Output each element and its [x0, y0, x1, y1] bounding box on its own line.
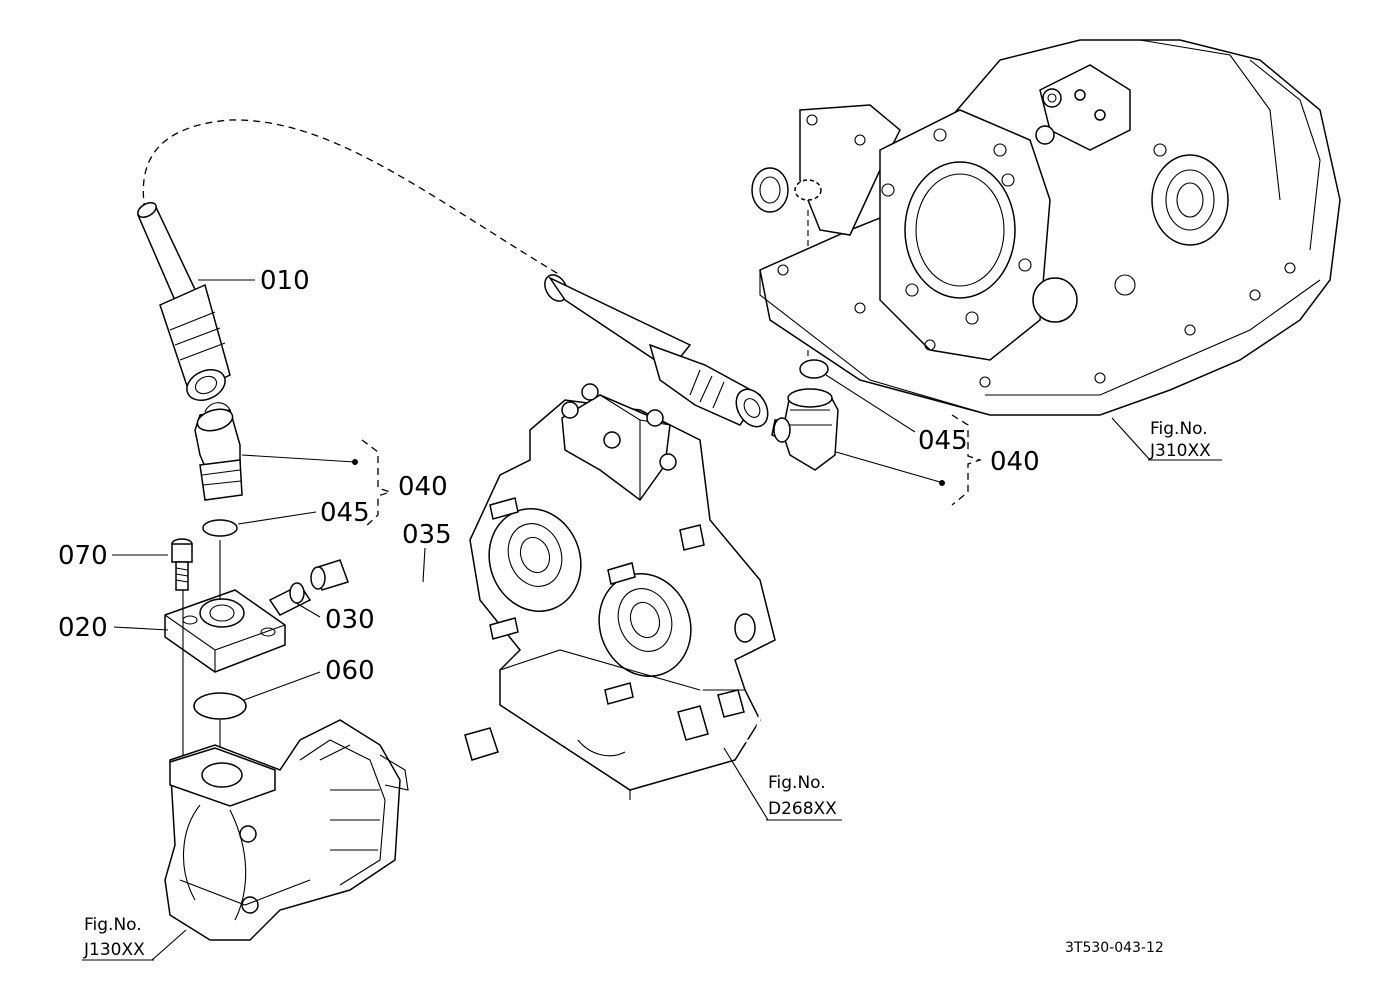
leader-045-right [825, 374, 916, 433]
callout-070: 070 [58, 541, 108, 571]
fig-j130-code: J130XX [83, 940, 145, 960]
leader-060 [243, 671, 321, 701]
callout-020: 020 [58, 613, 108, 643]
leader-j130 [151, 929, 187, 961]
leader-040-left [241, 454, 356, 463]
leader-020 [113, 626, 169, 631]
leader-030 [295, 602, 321, 618]
leader-040-right-dot [939, 480, 945, 486]
callout-040-right: 040 [990, 447, 1040, 477]
fitting-030 [268, 582, 312, 616]
leader-d268 [723, 747, 769, 821]
o-ring-045-left [202, 519, 238, 537]
valve-block [469, 383, 776, 800]
o-ring-045-right [799, 359, 829, 379]
fig-d268-code: D268XX [768, 799, 837, 819]
transmission-case [751, 39, 1341, 416]
o-ring-060 [193, 692, 247, 720]
fig-j130-title: Fig.No. [84, 915, 142, 935]
leader-j310 [1111, 417, 1151, 461]
elbow-fitting-left [194, 402, 243, 501]
bolt-070 [171, 538, 193, 591]
callout-045-left: 045 [320, 498, 370, 528]
hydraulic-pump [164, 719, 409, 941]
hose-010-right [544, 274, 769, 428]
leader-040-left-dot [352, 459, 358, 465]
fig-j310-code: J310XX [1149, 441, 1211, 461]
callout-030: 030 [325, 605, 375, 635]
callout-035: 035 [402, 520, 452, 550]
fig-j310-title: Fig.No. [1150, 419, 1208, 439]
diagram-id: 3T530-043-12 [1065, 940, 1164, 956]
elbow-fitting-right [771, 388, 839, 471]
hose-route-line [142, 119, 561, 276]
leader-035 [422, 547, 426, 583]
callout-060: 060 [325, 656, 375, 686]
callout-010: 010 [260, 266, 310, 296]
callout-040-left: 040 [398, 472, 448, 502]
pipe-035 [310, 559, 499, 783]
leader-040-right [835, 451, 941, 483]
flange-020 [164, 589, 286, 673]
fig-d268-title: Fig.No. [768, 773, 826, 793]
callout-045-right: 045 [918, 426, 968, 456]
hose-010-left [137, 202, 231, 401]
leader-045-left [237, 511, 317, 525]
